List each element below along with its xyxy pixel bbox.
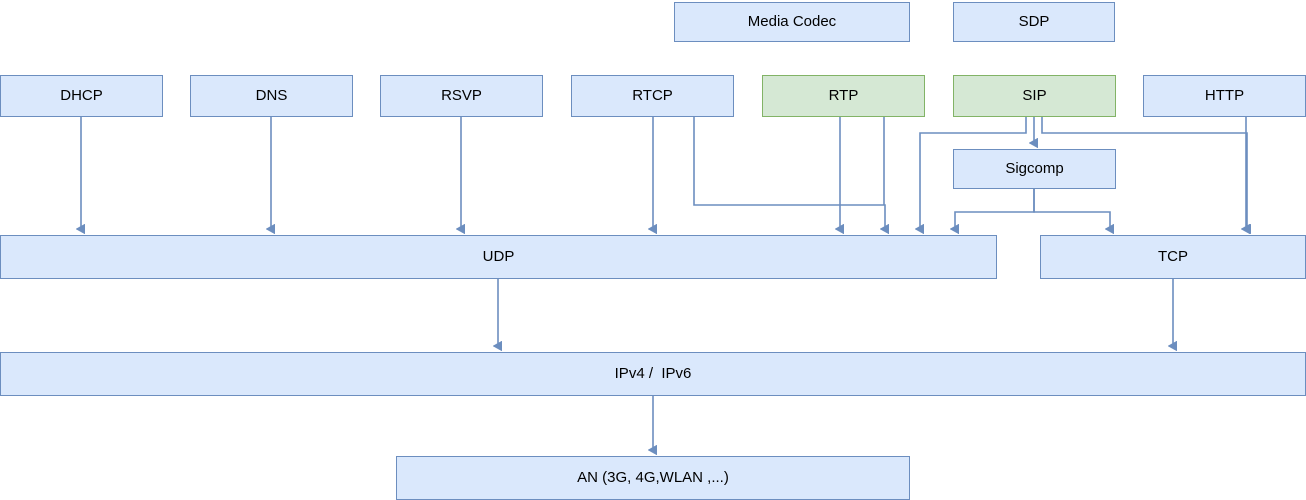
node-label-dhcp: DHCP [60, 87, 103, 105]
node-label-ip: IPv4 / IPv6 [614, 365, 692, 383]
node-label-tcp: TCP [1158, 248, 1188, 266]
node-rtcp[interactable]: RTCP [571, 75, 734, 117]
node-label-an: AN (3G, 4G,WLAN ,...) [577, 469, 729, 487]
node-rtp[interactable]: RTP [762, 75, 925, 117]
edge-sigcomp-udp [955, 189, 1035, 229]
node-dhcp[interactable]: DHCP [0, 75, 163, 117]
node-tcp[interactable]: TCP [1040, 235, 1306, 279]
node-label-rsvp: RSVP [441, 87, 482, 105]
node-an[interactable]: AN (3G, 4G,WLAN ,...) [396, 456, 910, 500]
node-sip[interactable]: SIP [953, 75, 1116, 117]
node-label-sip: SIP [1022, 87, 1047, 105]
node-label-sigcomp: Sigcomp [1005, 160, 1064, 178]
node-label-http: HTTP [1204, 87, 1245, 105]
edge-sigcomp-tcp [1033, 189, 1110, 229]
node-ip[interactable]: IPv4 / IPv6 [0, 352, 1306, 396]
node-label-rtcp: RTCP [632, 87, 673, 105]
node-label-udp: UDP [482, 248, 515, 266]
node-udp[interactable]: UDP [0, 235, 997, 279]
node-sdp[interactable]: SDP [953, 2, 1115, 42]
node-label-sdp: SDP [1018, 13, 1050, 31]
node-rsvp[interactable]: RSVP [380, 75, 543, 117]
node-sigcomp[interactable]: Sigcomp [953, 149, 1116, 189]
edge-rtcp-udp-right [693, 117, 885, 229]
node-label-rtp: RTP [828, 87, 859, 105]
node-http[interactable]: HTTP [1143, 75, 1306, 117]
node-label-dns: DNS [255, 87, 288, 105]
node-dns[interactable]: DNS [190, 75, 353, 117]
node-media-codec[interactable]: Media Codec [674, 2, 910, 42]
node-label-media-codec: Media Codec [747, 13, 837, 31]
